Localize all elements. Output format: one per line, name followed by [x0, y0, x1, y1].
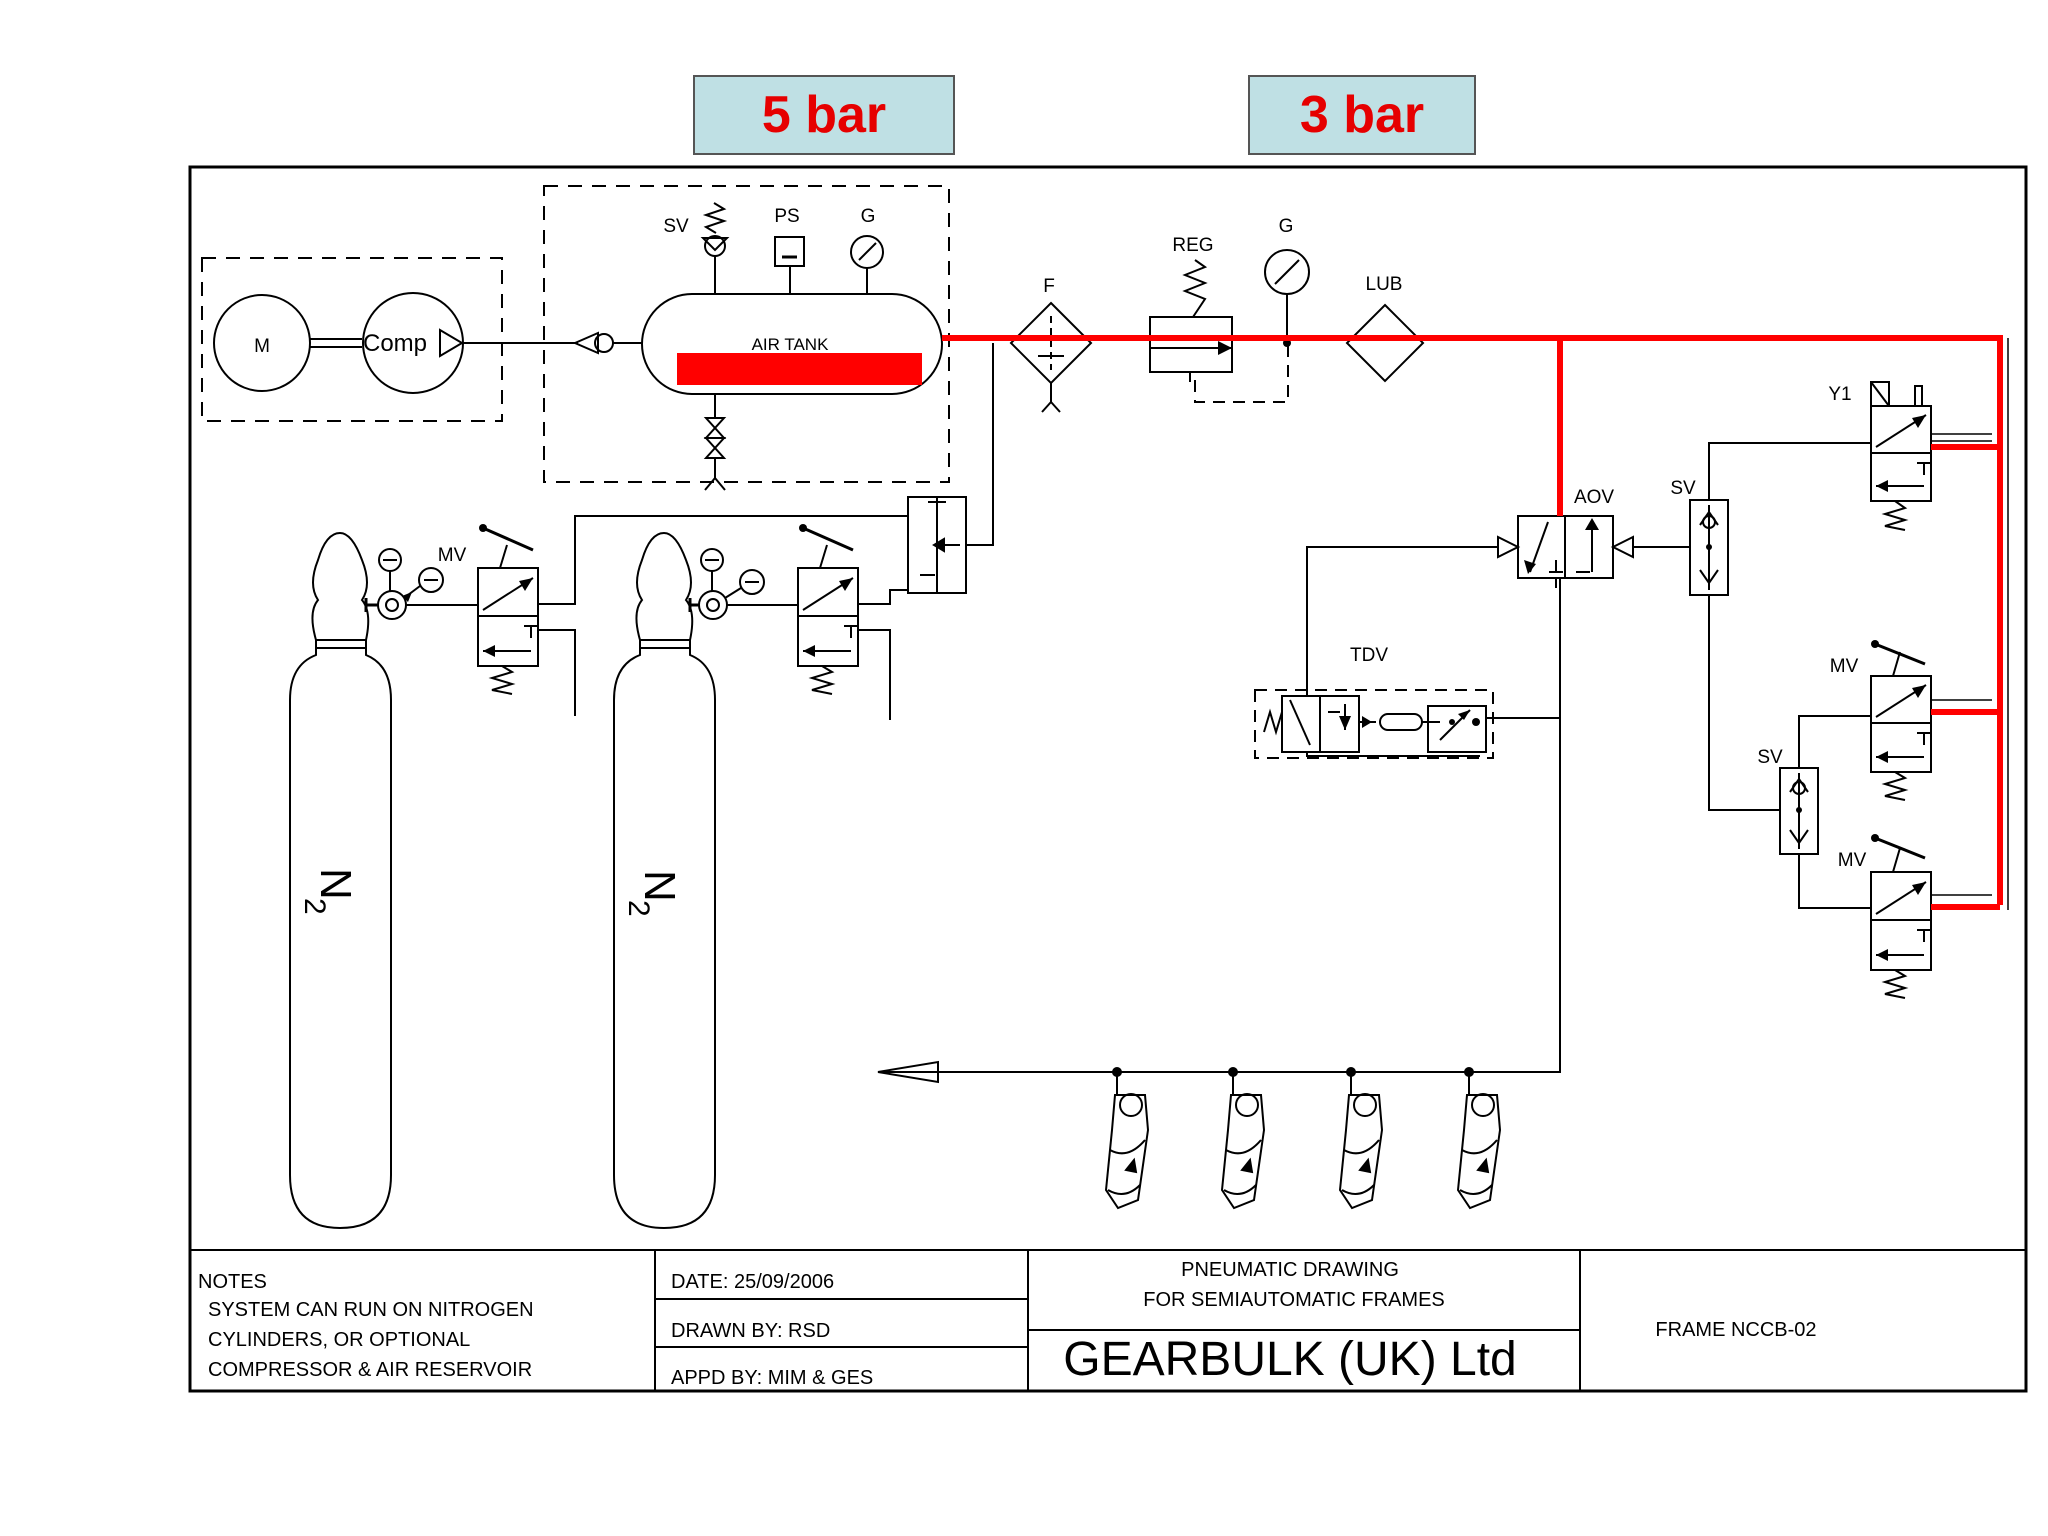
air-tank-group: AIR TANK SV PS G	[543, 185, 950, 491]
frl-unit-group: F REG G LUB	[1009, 216, 1425, 413]
n2-cylinder-1-subscript: 2	[298, 898, 331, 915]
mv-cylinder-2-group	[797, 524, 908, 720]
pressure-lines	[942, 335, 2003, 910]
drawing-title-line-2: FOR SEMIAUTOMATIC FRAMES	[1143, 1289, 1445, 1311]
aov-label: AOV	[1574, 487, 1614, 508]
drawing-title-line-1: PNEUMATIC DRAWING	[1181, 1259, 1399, 1281]
tank-safety-valve-label: SV	[663, 216, 689, 237]
aov-group: AOV SV Y1	[1497, 381, 1932, 596]
filter-label: F	[1043, 276, 1055, 297]
regulator-gauge-label: G	[1279, 216, 1294, 237]
air-tank-label: AIR TANK	[752, 335, 829, 354]
exhaust-arrow-icon	[877, 1060, 939, 1084]
regulator-label: REG	[1172, 235, 1213, 256]
actuator-4	[1456, 1067, 1502, 1210]
pressure-switch-icon	[774, 236, 805, 267]
frame-id: FRAME NCCB-02	[1655, 1319, 1816, 1341]
notes-line-1: SYSTEM CAN RUN ON NITROGEN	[208, 1299, 534, 1321]
lubricator-icon	[1345, 303, 1425, 383]
n2-cylinder-2-group: N 2	[613, 531, 798, 1230]
mv-cylinder-1-group: MV	[438, 515, 908, 716]
compressor-label: Comp	[363, 330, 427, 357]
drain-valve-icon	[703, 417, 727, 439]
pressure-label-5-bar: 5 bar	[693, 75, 955, 155]
motor-label: M	[254, 336, 270, 357]
tank-gauge-label: G	[861, 206, 876, 227]
drawn-by-field: DRAWN BY: RSD	[671, 1320, 830, 1342]
n2-cylinder-2-subscript: 2	[622, 900, 655, 917]
n2-cylinder-1-regulator-icon	[377, 590, 407, 620]
n2-cylinder-1-label: N	[311, 868, 360, 900]
cylinder-shuttle-valve	[907, 343, 994, 594]
appd-by-field: APPD BY: MIM & GES	[671, 1367, 873, 1389]
pressure-switch-label: PS	[774, 206, 799, 227]
date-field: DATE: 25/09/2006	[671, 1271, 834, 1293]
lubricator-label: LUB	[1366, 274, 1403, 295]
notes-title: NOTES	[198, 1271, 267, 1293]
actuator-1	[1104, 1067, 1150, 1210]
pressure-lines-outline	[1931, 338, 2009, 910]
mv-right-2-group: MV	[1838, 834, 1932, 999]
actuator-2	[1220, 1067, 1266, 1210]
notes-line-3: COMPRESSOR & AIR RESERVOIR	[208, 1359, 532, 1381]
n2-cylinder-1-group: N 2	[289, 531, 478, 1230]
actuator-3	[1338, 1067, 1384, 1210]
check-valve-icon	[572, 331, 599, 355]
tdv-label: TDV	[1350, 645, 1388, 666]
n2-cylinder-2-regulator-icon	[698, 590, 728, 620]
n2-cylinder-2-label: N	[635, 870, 684, 902]
notes-line-2: CYLINDERS, OR OPTIONAL	[208, 1329, 470, 1351]
motor-compressor-group: M Comp	[201, 257, 578, 422]
mv-right-1-group: MV	[1830, 640, 1932, 801]
sv-top-label: SV	[1670, 478, 1696, 499]
mv-right-1-label: MV	[1830, 656, 1859, 677]
y1-label: Y1	[1828, 384, 1851, 405]
tdv-group: TDV	[1254, 645, 1560, 759]
air-tank-pressure-fill	[677, 353, 922, 385]
sv-bottom-label: SV	[1757, 747, 1783, 768]
mv-cylinder-1-label: MV	[438, 545, 467, 566]
air-tank	[641, 293, 943, 395]
pressure-label-3-bar: 3 bar	[1248, 75, 1476, 155]
drawing-frame	[188, 165, 2028, 1393]
company-name: GEARBULK (UK) Ltd	[1063, 1333, 1516, 1386]
title-block: NOTES SYSTEM CAN RUN ON NITROGEN CYLINDE…	[190, 1249, 2026, 1391]
pilot-lines	[880, 442, 1871, 1073]
actuators-group	[1104, 1067, 1502, 1210]
motor-symbol	[213, 294, 311, 392]
mv-right-2-label: MV	[1838, 850, 1867, 871]
sv-bottom-group: SV	[1757, 747, 1819, 855]
